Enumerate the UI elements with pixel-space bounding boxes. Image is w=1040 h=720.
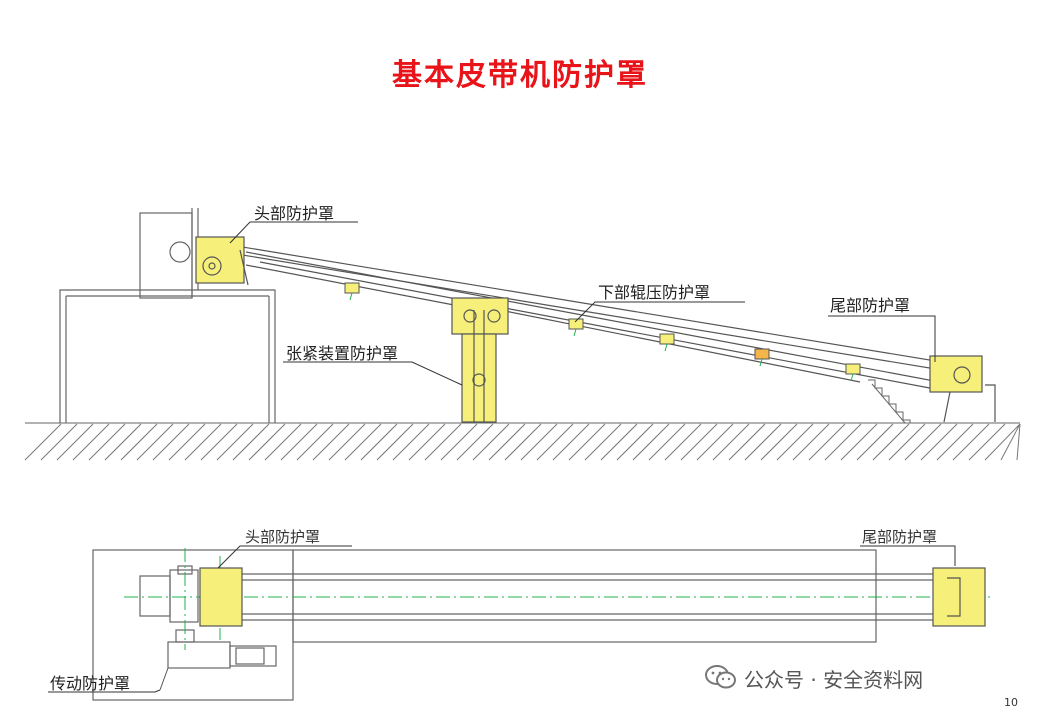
tension-guard [451, 297, 509, 423]
label-head-guard: 头部防护罩 [254, 204, 335, 223]
page-number: 10 [1004, 696, 1018, 709]
leader-lines-side [229, 221, 936, 386]
label-tail-guard: 尾部防护罩 [830, 296, 911, 315]
wechat-icon [705, 665, 736, 689]
label-tension-guard: 张紧装置防护罩 [286, 344, 399, 363]
plan-tail-guard [932, 567, 986, 627]
label-drive-guard: 传动防护罩 [50, 674, 131, 693]
stairs [868, 379, 911, 424]
watermark-text: 公众号 · 安全资料网 [744, 668, 924, 692]
slide-title: 基本皮带机防护罩 [392, 58, 648, 93]
label-plan-head-guard: 头部防护罩 [245, 528, 321, 546]
head-guard [195, 236, 249, 286]
label-plan-tail-guard: 尾部防护罩 [862, 528, 938, 546]
plan-head-guard [199, 567, 243, 627]
tail-guard [929, 355, 996, 423]
leader-lines-plan [48, 545, 956, 693]
plan-frames [92, 549, 985, 701]
label-lower-roller-guard: 下部辊压防护罩 [598, 283, 711, 302]
left-platform [59, 289, 276, 423]
plan-centerlines [124, 548, 990, 650]
conveyor-belt [199, 239, 961, 390]
plan-drive-guard [159, 667, 169, 691]
